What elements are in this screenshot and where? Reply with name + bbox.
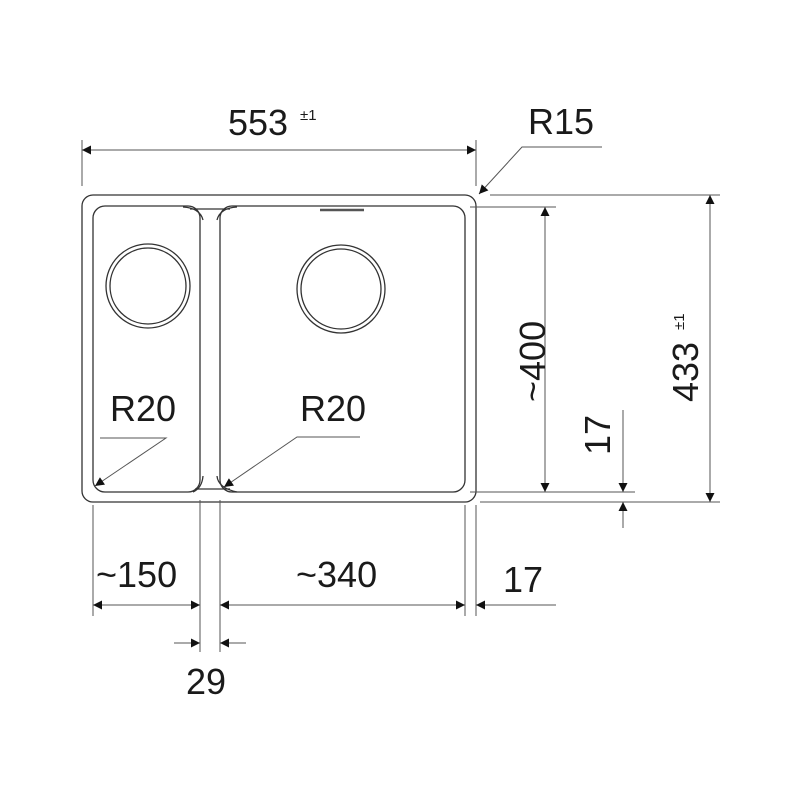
large-bowl-drain [296,244,386,334]
width-label: 553 [228,102,288,143]
small-bowl-radius-label: R20 [110,388,176,429]
small-bowl-width-label: ~150 [96,554,177,595]
small-bowl-drain [105,243,191,329]
divider-bottom [192,475,238,493]
height-tolerance: ±1 [671,313,688,330]
large-bowl-radius-leader [223,436,360,488]
corner-radius-leader [478,146,602,195]
rim-bottom-label: 17 [577,415,618,455]
divider-width-label: 29 [186,661,226,702]
small-bowl-drain-inner [109,247,187,325]
large-bowl-radius-label: R20 [300,388,366,429]
large-bowl-width-label: ~340 [296,554,377,595]
large-bowl-drain-inner [300,248,382,330]
width-tolerance: ±1 [300,107,317,124]
rim-right-label: 17 [503,559,543,600]
divider-top [182,206,238,221]
bowl-depth-label: ~400 [512,321,553,402]
height-label: 433 [665,342,706,402]
small-bowl [92,205,201,493]
small-bowl-radius-leader [94,437,168,487]
sink-outer-rim [81,194,477,503]
large-bowl [219,205,466,493]
corner-radius-label: R15 [528,101,594,142]
